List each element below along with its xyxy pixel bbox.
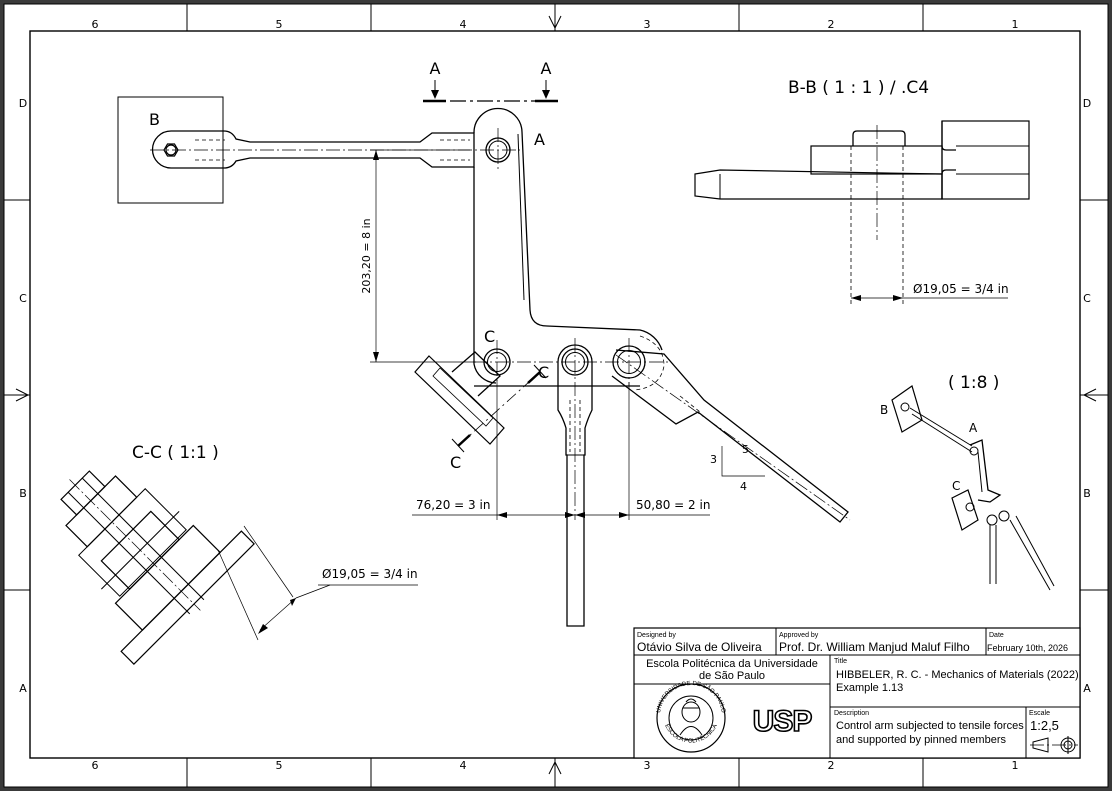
zone-col-top-4: 4 [460,18,467,31]
slope-label-5: 5 [742,443,749,456]
approved-by-label: Approved by [779,632,819,639]
title-line-2: Example 1.13 [836,682,903,694]
scale-label: Escale [1029,710,1050,717]
zone-row-right-c: C [1083,292,1091,305]
dim-vertical-text: 203,20 = 8 in [360,218,373,293]
zone-col-top-5: 5 [276,18,283,31]
date-value: February 10th, 2026 [987,643,1068,653]
zone-col-top-1: 1 [1012,18,1019,31]
zone-col-bottom-2: 2 [828,759,835,772]
school-line-2: de São Paulo [699,670,765,682]
iso-point-a: A [969,421,978,435]
zone-col-bottom-1: 1 [1012,759,1019,772]
isometric-view: ( 1:8 ) B A C [880,373,1055,591]
designed-by-label: Designed by [637,632,676,639]
dim-left-text: 76,20 = 3 in [416,498,490,512]
point-b-label: B [149,110,160,129]
scale-value: 1:2,5 [1030,718,1059,733]
section-aa-label-right: A [541,59,552,78]
slope-triangle [721,446,765,477]
section-cc-mark-bottom: C [450,453,461,472]
point-c-label: C [484,327,495,346]
projection-symbol-icon [1030,736,1078,754]
zone-row-left-a: A [19,682,27,695]
dim-vertical [370,149,476,363]
section-aa-line [423,80,558,103]
zone-col-top-3: 3 [644,18,651,31]
bb-diameter-text: Ø19,05 = 3/4 in [913,282,1009,296]
description-line-2: and supported by pinned members [836,734,1006,746]
zone-col-bottom-3: 3 [644,759,651,772]
section-cc-view: C-C ( 1:1 ) [60,443,418,665]
title-block [633,627,1081,759]
centering-marks [4,4,1108,787]
section-cc-mark-top: C [538,363,549,382]
zone-col-bottom-6: 6 [92,759,99,772]
title-label: Title [834,658,847,665]
zone-row-left-d: D [19,97,27,110]
zone-row-left-b: B [19,487,27,500]
zone-row-right-a: A [1083,682,1091,695]
section-cc-title: C-C ( 1:1 ) [132,443,219,463]
zone-col-top-2: 2 [828,18,835,31]
iso-point-c: C [952,479,960,493]
date-label: Date [989,632,1004,639]
section-bb-title: B-B ( 1 : 1 ) / .C4 [788,78,929,98]
svg-text:USP: USP [753,705,812,738]
description-label: Description [834,710,869,717]
dim-horizontal [412,380,710,520]
zone-row-left-c: C [19,292,27,305]
vertical-member [557,344,593,627]
main-view: A A B A [117,59,851,627]
iso-point-b: B [880,403,888,417]
zone-ticks [4,4,1108,787]
zone-col-bottom-5: 5 [276,759,283,772]
zone-row-right-d: D [1083,97,1091,110]
title-line-1: HIBBELER, R. C. - Mechanics of Materials… [836,669,1079,681]
school-line-1: Escola Politécnica da Universidade [646,658,818,670]
slope-label-3: 3 [710,453,717,466]
inclined-member [611,349,851,523]
description-line-1: Control arm subjected to tensile forces [836,720,1024,732]
usp-wordmark-logo: USP [752,704,813,739]
approved-by-name: Prof. Dr. William Manjud Maluf Filho [779,640,970,654]
point-a-label: A [534,130,545,149]
dim-right-text: 50,80 = 2 in [636,498,710,512]
zone-col-top-6: 6 [92,18,99,31]
zone-row-right-b: B [1083,487,1091,500]
cc-diameter-text: Ø19,05 = 3/4 in [322,567,418,581]
section-aa-label-left: A [430,59,441,78]
slope-label-4: 4 [740,480,747,493]
section-bb-view: B-B ( 1 : 1 ) / .C4 [694,78,1030,305]
section-cc-line [451,364,547,453]
iso-title: ( 1:8 ) [948,373,999,393]
designed-by-name: Otávio Silva de Oliveira [637,640,762,654]
zone-col-bottom-4: 4 [460,759,467,772]
